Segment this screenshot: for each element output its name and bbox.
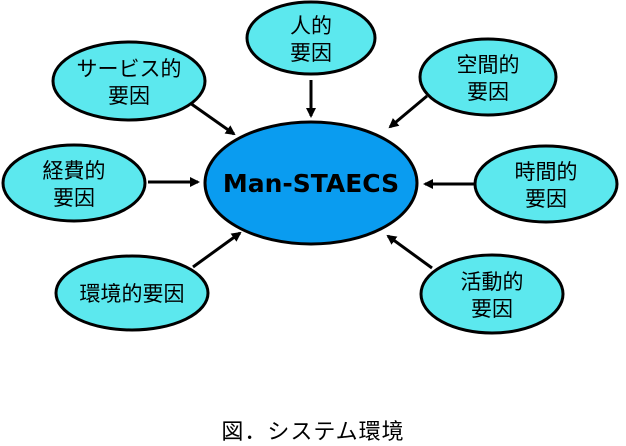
node-economy-label-line1: 経費的 xyxy=(43,159,106,183)
center-node: Man-STAECS xyxy=(203,120,419,246)
node-service: サービス的 要因 xyxy=(51,40,207,122)
node-environment-ellipse xyxy=(54,254,210,332)
node-human-label-line2: 要因 xyxy=(290,41,332,65)
node-time-ellipse xyxy=(473,144,619,224)
node-environment-label: 環境的要因 xyxy=(80,282,185,306)
node-space-label-line2: 要因 xyxy=(467,80,509,104)
node-activity-ellipse xyxy=(419,253,565,335)
node-space-ellipse xyxy=(418,37,558,117)
node-service-label-line1: サービス的 xyxy=(77,57,182,81)
node-space-label-line1: 空間的 xyxy=(457,53,520,77)
node-economy-ellipse xyxy=(1,143,147,223)
node-service-label-line2: 要因 xyxy=(108,84,150,108)
node-human: 人的 要因 xyxy=(245,0,377,76)
node-economy: 経費的 要因 xyxy=(1,143,147,223)
node-human-label-line1: 人的 xyxy=(290,14,332,38)
node-activity-label-line2: 要因 xyxy=(471,297,513,321)
node-time-label-line1: 時間的 xyxy=(515,160,578,184)
node-time: 時間的 要因 xyxy=(473,144,619,224)
arrow-space-to-center xyxy=(388,94,428,129)
node-space: 空間的 要因 xyxy=(418,37,558,117)
node-activity: 活動的 要因 xyxy=(419,253,565,335)
arrow-service-to-center xyxy=(189,101,236,136)
arrow-activity-to-center xyxy=(386,234,433,270)
center-ellipse xyxy=(203,120,419,246)
node-human-ellipse xyxy=(245,0,377,76)
node-time-label-line2: 要因 xyxy=(525,187,567,211)
node-economy-label-line2: 要因 xyxy=(53,186,95,210)
center-label: Man-STAECS xyxy=(223,169,399,198)
node-environment: 環境的要因 xyxy=(54,254,210,332)
node-activity-label-line1: 活動的 xyxy=(461,270,524,294)
figure-caption: 図．システム環境 xyxy=(221,420,405,445)
node-service-ellipse xyxy=(51,40,207,122)
arrow-environment-to-center xyxy=(192,231,242,269)
